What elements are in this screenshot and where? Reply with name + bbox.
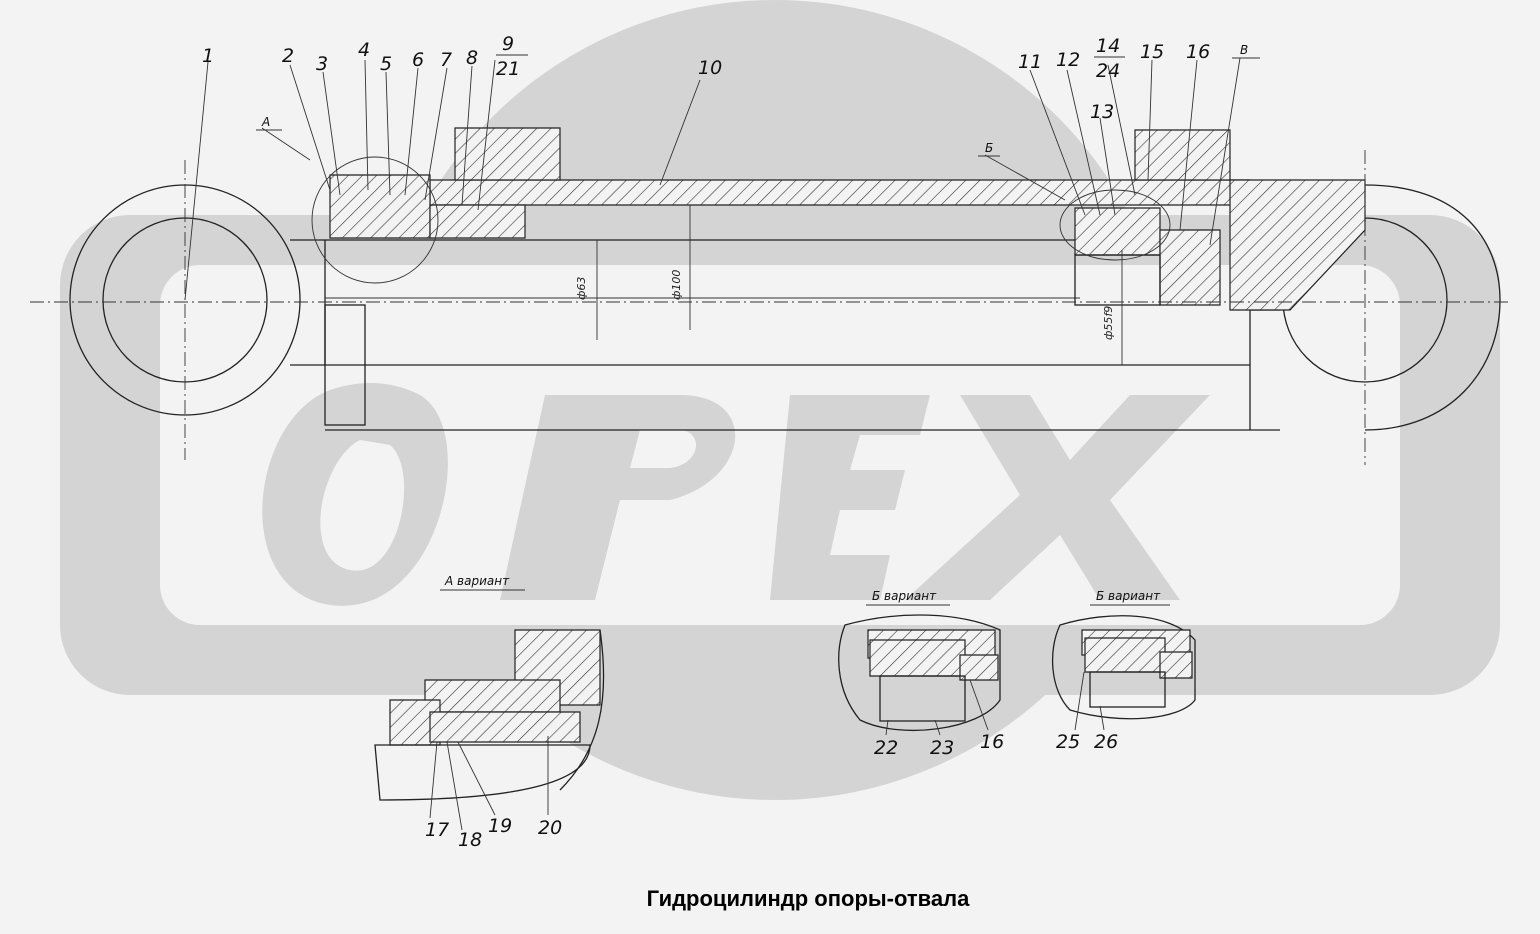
leader-lines (184, 57, 1241, 301)
label-10: 10 (698, 57, 722, 79)
part-labels: 1 2 3 4 5 6 7 8 9 21 10 11 12 13 14 24 1… (202, 33, 1260, 157)
end-cap (1229, 179, 1366, 311)
gland-left (329, 174, 431, 239)
view-circle-b (1059, 189, 1171, 261)
view-circle-a (311, 156, 439, 284)
cylinder-tube (429, 179, 1251, 206)
label-26: 26 (1094, 731, 1118, 753)
label-3: 3 (316, 53, 328, 75)
watermark-logo (60, 0, 1500, 800)
detail-a-variant: A вариант 17 18 19 20 (374, 574, 605, 851)
label-23: 23 (930, 737, 954, 759)
label-11: 11 (1018, 51, 1042, 73)
label-19: 19 (488, 815, 512, 837)
label-16-detail: 16 (980, 731, 1004, 753)
label-view-a: A (261, 115, 270, 129)
label-5: 5 (380, 53, 392, 75)
label-view-v: В (1240, 43, 1248, 57)
label-8: 8 (466, 47, 478, 69)
drawing-caption: Гидроцилиндр опоры-отвала (647, 886, 970, 911)
dim-d55: ф55f9 (1102, 306, 1115, 340)
dim-d100: ф100 (670, 270, 683, 300)
label-18: 18 (458, 829, 482, 851)
label-4: 4 (358, 39, 370, 61)
label-24: 24 (1096, 60, 1120, 82)
label-17: 17 (425, 819, 449, 841)
label-12: 12 (1056, 49, 1080, 71)
label-25: 25 (1056, 731, 1080, 753)
label-21: 21 (496, 58, 520, 80)
label-15: 15 (1140, 41, 1164, 63)
port-left (454, 127, 561, 181)
detail-b-variant-1: Б вариант 22 23 16 (838, 589, 1004, 759)
label-9: 9 (502, 33, 514, 55)
label-view-b: Б (985, 141, 993, 155)
label-14: 14 (1096, 35, 1120, 57)
watermark-text (262, 383, 1210, 606)
detail-b1-title: Б вариант (872, 589, 937, 603)
label-1: 1 (202, 45, 214, 67)
detail-b2-title: Б вариант (1096, 589, 1161, 603)
label-6: 6 (412, 49, 424, 71)
label-20: 20 (538, 817, 562, 839)
detail-b-variant-2: Б вариант 25 26 (1051, 589, 1196, 753)
label-16: 16 (1186, 41, 1210, 63)
piston (1074, 207, 1161, 256)
dimension-labels: ф63 ф100 ф55f9 (575, 270, 1115, 340)
dim-d63: ф63 (575, 277, 588, 300)
label-7: 7 (440, 49, 452, 71)
detail-a-title: A вариант (444, 574, 510, 588)
label-22: 22 (874, 737, 898, 759)
label-13: 13 (1090, 101, 1114, 123)
label-2: 2 (282, 45, 294, 67)
